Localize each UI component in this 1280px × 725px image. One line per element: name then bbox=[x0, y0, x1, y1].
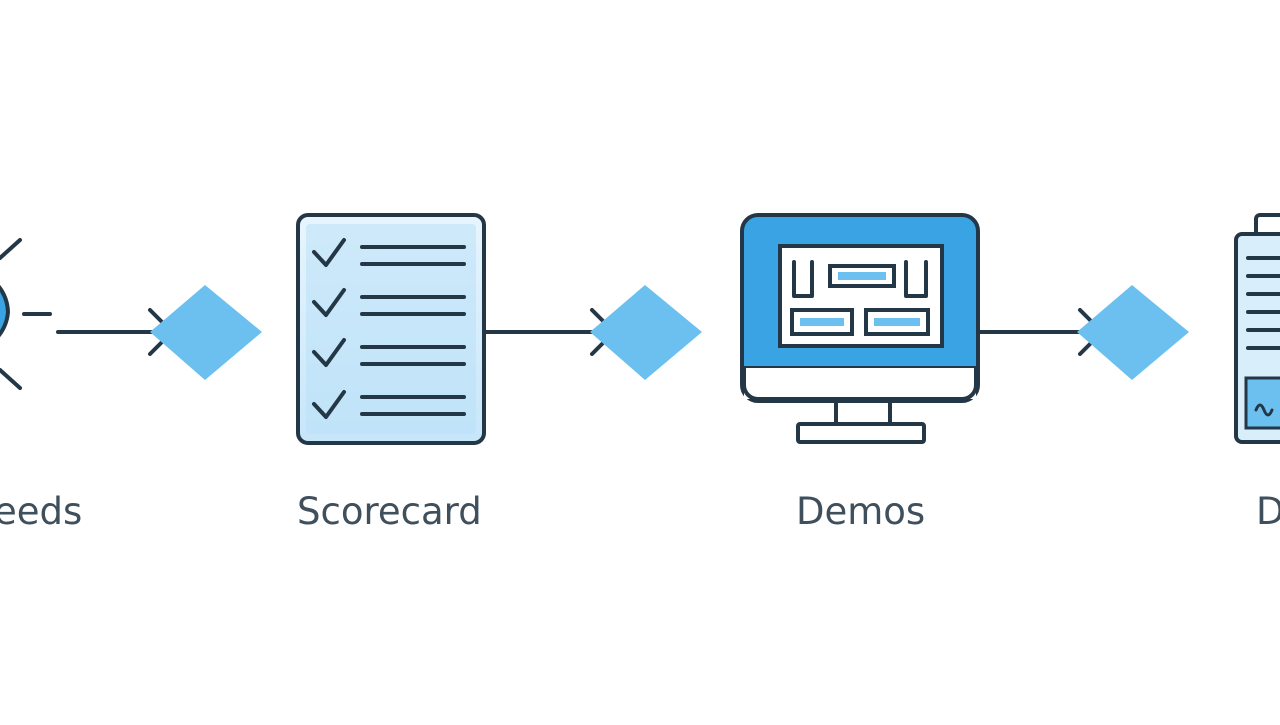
monitor-icon bbox=[740, 213, 980, 444]
diamond-icon bbox=[1077, 285, 1189, 380]
lightbulb-icon bbox=[0, 238, 52, 390]
step-label-demos: Demos bbox=[796, 490, 926, 533]
step-label-scorecard: Scorecard bbox=[297, 490, 482, 533]
document-icon bbox=[1234, 213, 1280, 444]
diamond-icon bbox=[590, 285, 702, 380]
step-label-needs: eeds bbox=[0, 490, 83, 533]
step-label-document: D bbox=[1256, 490, 1280, 533]
checklist-icon bbox=[296, 213, 486, 445]
diamond-icon bbox=[150, 285, 262, 380]
